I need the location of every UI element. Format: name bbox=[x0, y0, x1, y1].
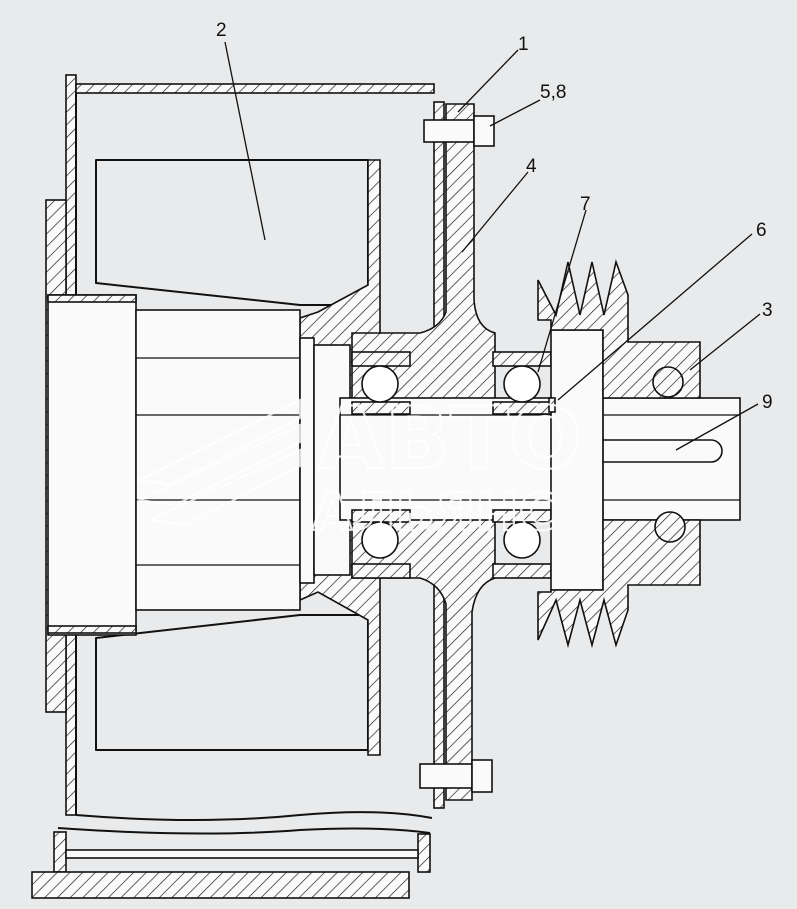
radiator-base bbox=[31, 811, 433, 899]
callout-2: 2 bbox=[216, 20, 227, 41]
v-belt-pulley bbox=[537, 259, 701, 649]
callout-1: 1 bbox=[518, 34, 529, 55]
watermark: АВТО АЛЬЯНС bbox=[136, 388, 583, 544]
callout-3: 3 bbox=[762, 300, 773, 321]
bolt-top bbox=[423, 115, 495, 147]
callout-4: 4 bbox=[526, 156, 537, 177]
drive-shaft bbox=[339, 397, 741, 521]
svg-text:АЛЬЯНС: АЛЬЯНС bbox=[312, 483, 557, 543]
leader-lines bbox=[224, 41, 761, 451]
bolt-bottom bbox=[419, 759, 493, 793]
callout-6: 6 bbox=[756, 220, 767, 241]
bearing-right bbox=[492, 351, 552, 579]
svg-text:АВТО: АВТО bbox=[318, 389, 582, 489]
bearing-left bbox=[351, 351, 411, 579]
callout-7: 7 bbox=[580, 194, 591, 215]
callout-9: 9 bbox=[762, 392, 773, 413]
fan-impeller bbox=[47, 159, 381, 756]
callout-5-8: 5,8 bbox=[540, 82, 566, 103]
